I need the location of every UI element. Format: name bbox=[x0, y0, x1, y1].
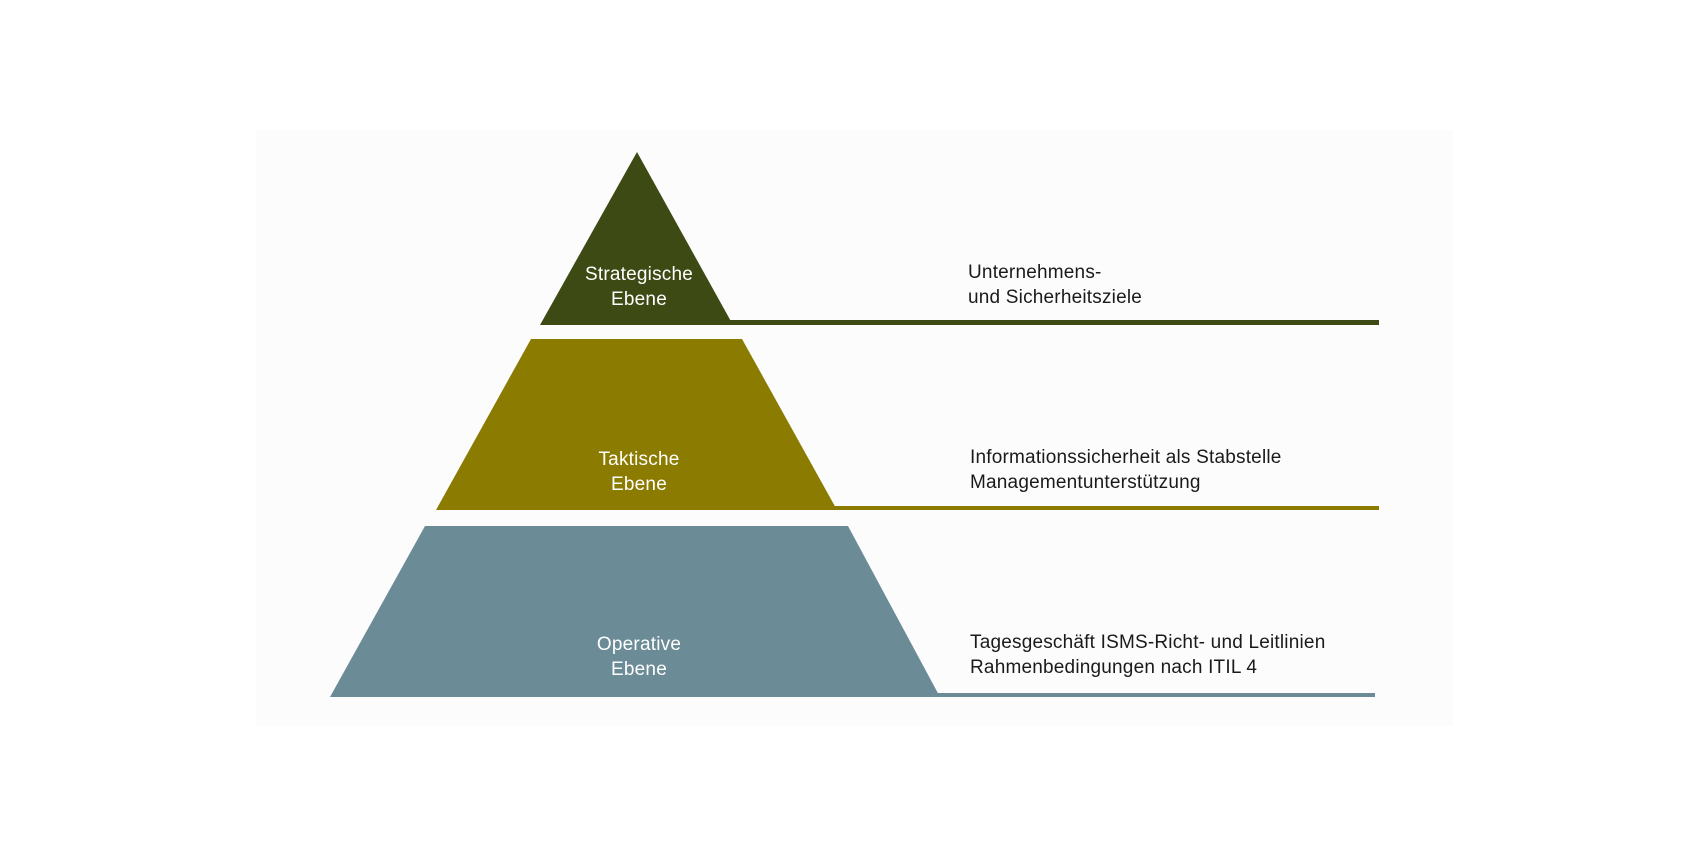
operative-level-description: Tagesgeschäft ISMS-Richt- und Leitlinien… bbox=[970, 630, 1325, 680]
tactical-level-line bbox=[712, 506, 1379, 510]
tactical-level-label: Taktische Ebene bbox=[539, 447, 739, 497]
strategic-desc-line1: Unternehmens- bbox=[968, 262, 1102, 283]
operative-level-line bbox=[938, 693, 1375, 697]
tactical-level-description: Informationssicherheit als Stabstelle Ma… bbox=[970, 445, 1282, 495]
operative-desc-line1: Tagesgeschäft ISMS-Richt- und Leitlinien bbox=[970, 632, 1326, 653]
operative-label-line2: Ebene bbox=[611, 659, 667, 680]
operative-level-shape bbox=[330, 526, 940, 697]
tactical-level-shape bbox=[436, 339, 837, 510]
operative-label-line1: Operative bbox=[596, 634, 682, 655]
strategic-level-shape bbox=[540, 152, 733, 325]
strategic-level-label: Strategische Ebene bbox=[539, 262, 739, 312]
tactical-desc-line1: Informationssicherheit als Stabstelle bbox=[970, 447, 1282, 468]
tactical-desc-line2: Managementunterstützung bbox=[970, 472, 1201, 493]
operative-level-label: Operative Ebene bbox=[539, 632, 739, 682]
strategic-label-line2: Ebene bbox=[611, 289, 667, 310]
tactical-label-line2: Ebene bbox=[611, 474, 667, 495]
strategic-label-line1: Strategische bbox=[584, 264, 693, 285]
strategic-level-description: Unternehmens- und Sicherheitsziele bbox=[968, 260, 1142, 310]
strategic-level-line bbox=[730, 320, 1379, 325]
strategic-desc-line2: und Sicherheitsziele bbox=[968, 287, 1143, 308]
tactical-label-line1: Taktische bbox=[598, 449, 680, 470]
operative-desc-line2: Rahmenbedingungen nach ITIL 4 bbox=[970, 657, 1258, 678]
